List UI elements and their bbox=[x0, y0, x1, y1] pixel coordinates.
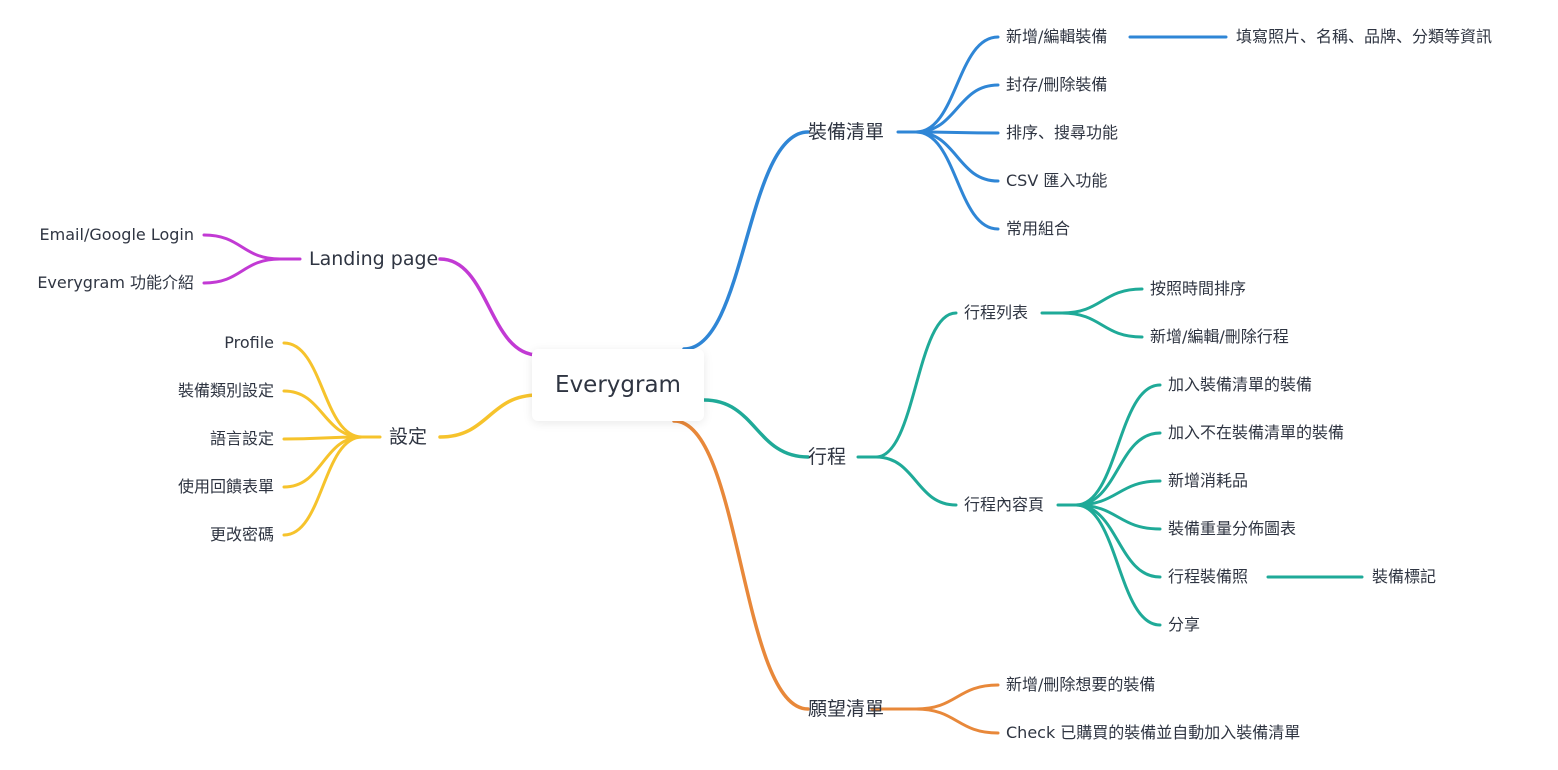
root-node[interactable]: Everygram bbox=[532, 349, 704, 421]
node-gear-info-fields[interactable]: 填寫照片、名稱、品牌、分類等資訊 bbox=[1236, 27, 1493, 46]
connector-landing-child-1 bbox=[202, 257, 282, 285]
connector-settings-child-1 bbox=[282, 389, 364, 439]
branch-wishlist[interactable]: 願望清單 bbox=[808, 698, 885, 720]
connector-trip-list-child-1 bbox=[1060, 311, 1144, 339]
node-csv-import[interactable]: CSV 匯入功能 bbox=[1006, 171, 1108, 190]
connector-root-trips bbox=[702, 398, 810, 459]
node-trip-gear-photo[interactable]: 行程裝備照 bbox=[1168, 567, 1249, 586]
node-add-listed-gear[interactable]: 加入裝備清單的裝備 bbox=[1168, 375, 1313, 394]
connector-landing-child-0 bbox=[202, 233, 282, 261]
connector-trips-trip-page bbox=[874, 455, 958, 507]
connector-settings-child-3 bbox=[282, 435, 364, 489]
connector-wishlist-child-0 bbox=[914, 683, 1000, 711]
node-change-password[interactable]: 更改密碼 bbox=[209, 525, 274, 544]
connector-wishlist-child-1 bbox=[914, 707, 1000, 735]
node-add-consumables[interactable]: 新增消耗品 bbox=[1168, 471, 1249, 490]
connector-gear-list-child-1 bbox=[914, 83, 1000, 134]
node-archive-delete-gear[interactable]: 封存/刪除裝備 bbox=[1006, 75, 1108, 94]
node-gear-tag[interactable]: 裝備標記 bbox=[1372, 567, 1437, 586]
connector-root-gear-list bbox=[682, 130, 810, 351]
connector-trip-page-child-2 bbox=[1074, 479, 1162, 507]
connector-settings-child-0 bbox=[282, 341, 364, 439]
node-check-bought[interactable]: Check 已購買的裝備並自動加入裝備清單 bbox=[1006, 723, 1301, 742]
connector-gear-list-child-3 bbox=[914, 130, 1000, 183]
node-trip-list[interactable]: 行程列表 bbox=[964, 303, 1029, 322]
connector-gear-list-child-0 bbox=[914, 35, 1000, 134]
branch-gear-list[interactable]: 裝備清單 bbox=[808, 121, 885, 143]
connector-trips-trip-list bbox=[874, 311, 958, 459]
node-email-google-login[interactable]: Email/Google Login bbox=[39, 225, 194, 244]
node-share[interactable]: 分享 bbox=[1168, 615, 1201, 634]
node-add-unlisted-gear[interactable]: 加入不在裝備清單的裝備 bbox=[1168, 423, 1345, 442]
connector-root-wishlist bbox=[672, 419, 810, 711]
node-language-settings[interactable]: 語言設定 bbox=[209, 429, 274, 448]
node-sort-by-time[interactable]: 按照時間排序 bbox=[1150, 279, 1247, 298]
connector-trip-list-child-0 bbox=[1060, 287, 1144, 315]
connector-settings-child-4 bbox=[282, 435, 364, 537]
node-category-settings[interactable]: 裝備類別設定 bbox=[177, 381, 274, 400]
node-add-edit-delete-trip[interactable]: 新增/編輯/刪除行程 bbox=[1150, 327, 1289, 346]
node-add-edit-gear[interactable]: 新增/編輯裝備 bbox=[1006, 27, 1108, 46]
node-trip-page[interactable]: 行程內容頁 bbox=[964, 495, 1045, 514]
node-weight-chart[interactable]: 裝備重量分佈圖表 bbox=[1168, 519, 1297, 538]
connector-gear-list-child-4 bbox=[914, 130, 1000, 231]
connector-root-settings bbox=[438, 393, 540, 439]
node-profile[interactable]: Profile bbox=[224, 333, 274, 352]
branch-landing-page[interactable]: Landing page bbox=[309, 248, 439, 270]
node-add-delete-wish[interactable]: 新增/刪除想要的裝備 bbox=[1006, 675, 1156, 694]
connector-trip-page-child-0 bbox=[1074, 383, 1162, 507]
connector-root-landing bbox=[438, 257, 540, 357]
branch-settings[interactable]: 設定 bbox=[389, 426, 428, 448]
node-feedback-form[interactable]: 使用回饋表單 bbox=[177, 477, 274, 496]
node-feature-intro[interactable]: Everygram 功能介紹 bbox=[37, 273, 194, 292]
connector-trip-page-child-1 bbox=[1074, 431, 1162, 507]
node-sort-search[interactable]: 排序、搜尋功能 bbox=[1006, 123, 1119, 142]
node-common-sets[interactable]: 常用組合 bbox=[1006, 219, 1071, 238]
branch-trips[interactable]: 行程 bbox=[808, 446, 847, 468]
connector-trip-page-child-5 bbox=[1074, 503, 1162, 627]
